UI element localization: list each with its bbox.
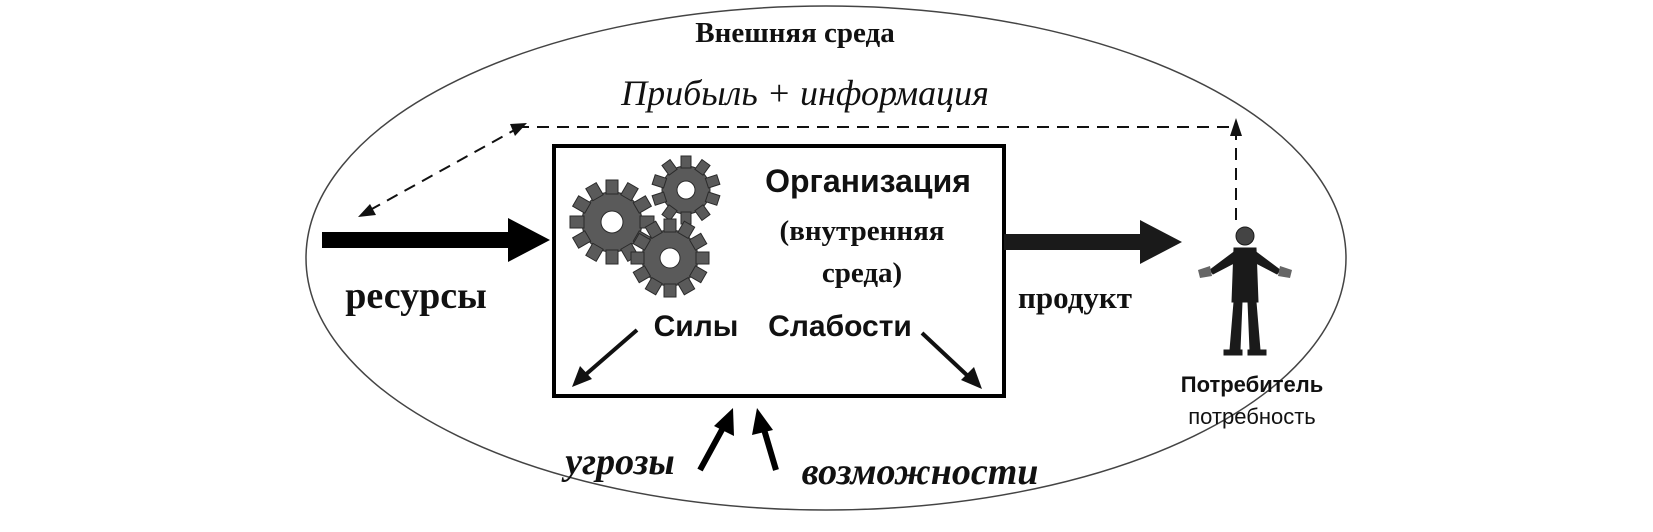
organization-subtitle-line1: (внутренняя <box>780 215 945 247</box>
feedback-dashed-diagonal <box>369 126 521 211</box>
feedback-arrowhead-up <box>1230 118 1242 136</box>
external-environment-ellipse <box>305 5 1347 511</box>
opportunities-arrowhead <box>752 408 773 435</box>
threats-arrow <box>697 424 727 472</box>
strengths-arrow <box>582 328 639 378</box>
consumer-label: Потребитель <box>1181 372 1323 397</box>
resources-label: ресурсы <box>345 275 487 317</box>
feedback-arrowhead-left-end <box>358 204 376 217</box>
resources-arrow-shaft <box>322 232 510 248</box>
resources-arrowhead <box>508 218 550 262</box>
external-environment-label: Внешняя среда <box>695 17 895 49</box>
strengths-arrowhead <box>572 366 592 387</box>
organization-title: Организация <box>765 163 971 199</box>
opportunities-label: возможности <box>802 451 1039 493</box>
gears-icon <box>569 155 721 298</box>
threats-label: угрозы <box>561 441 675 483</box>
consumer-figure-icon <box>1198 226 1292 356</box>
weaknesses-arrow <box>920 331 972 380</box>
opportunities-arrow <box>760 425 779 471</box>
weaknesses-label: Слабости <box>768 310 912 343</box>
need-label: потребность <box>1188 404 1316 429</box>
profit-information-label: Прибыль + информация <box>620 73 989 113</box>
feedback-arrowhead-right-end <box>510 123 527 136</box>
organization-subtitle-line2: среда) <box>822 257 902 289</box>
feedback-dashed-line <box>520 126 1237 220</box>
product-label: продукт <box>1018 280 1132 315</box>
threats-arrowhead <box>714 408 734 436</box>
product-arrow-shaft <box>1004 234 1142 250</box>
weaknesses-arrowhead <box>961 367 982 389</box>
product-arrowhead <box>1140 220 1182 264</box>
strengths-label: Силы <box>654 310 739 343</box>
